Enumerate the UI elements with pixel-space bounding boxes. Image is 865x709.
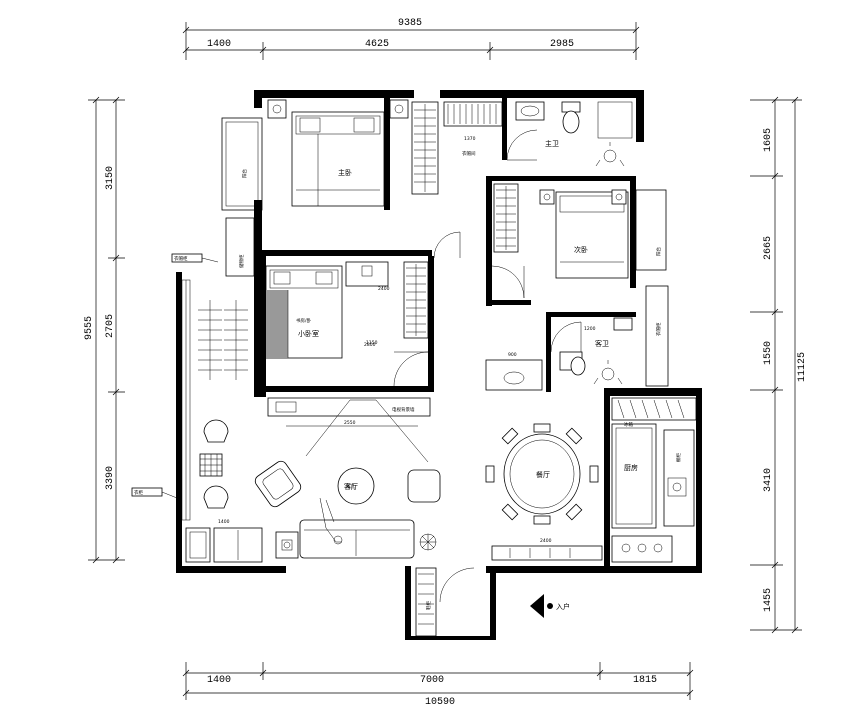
- callouts: 衣柜 衣帽柜: [131, 253, 219, 501]
- room-label-entrance: 入户: [556, 602, 570, 611]
- svg-text:2800: 2800: [364, 342, 376, 348]
- top-seg-3: 2985: [550, 39, 574, 50]
- bottom-dimension: 1400 7000 1815 10590: [182, 662, 694, 708]
- right-total-label: 11125: [797, 352, 808, 382]
- living-bottom-closets: 1400: [185, 519, 263, 563]
- left-seg-1: 3150: [105, 166, 116, 190]
- room-label-living-room: 客厅: [344, 482, 358, 491]
- guest-bath: 客卫 1200: [550, 317, 633, 385]
- svg-text:电视背景墙: 电视背景墙: [392, 406, 415, 413]
- svg-text:冰箱: 冰箱: [624, 421, 633, 428]
- svg-text:2400: 2400: [540, 538, 552, 544]
- living-left-balcony: [181, 279, 191, 521]
- svg-text:2550: 2550: [344, 420, 356, 426]
- master-wardrobe: 衣帽间 1370: [411, 101, 503, 195]
- left-dimension: 9555 3150 2705 3390: [84, 96, 125, 564]
- right-seg-4: 3410: [763, 468, 774, 492]
- top-seg-1: 1400: [207, 39, 231, 50]
- svg-text:衣柜: 衣柜: [134, 489, 143, 496]
- svg-text:储物柜: 储物柜: [238, 254, 245, 268]
- bottom-seg-1: 1400: [207, 675, 231, 686]
- balcony-right: 阳台 衣帽柜: [635, 189, 669, 387]
- second-bedroom: 次卧: [433, 183, 629, 299]
- bottom-total-label: 10590: [425, 697, 455, 708]
- right-seg-1: 1605: [763, 128, 774, 152]
- top-seg-2: 4625: [365, 39, 389, 50]
- svg-text:2400: 2400: [378, 286, 390, 292]
- right-dimension: 1605 2665 1550 3410 1455 11125: [750, 96, 808, 634]
- svg-text:橱柜: 橱柜: [675, 453, 682, 462]
- svg-text:1370: 1370: [464, 136, 476, 142]
- right-seg-2: 2665: [763, 236, 774, 260]
- top-dimension: 9385 1400 4625 2985: [182, 18, 640, 60]
- right-seg-5: 1455: [763, 588, 774, 612]
- balcony-left-top: 阳台: [221, 117, 263, 211]
- left-seg-3: 3390: [105, 466, 116, 490]
- interior-walls: [262, 98, 636, 566]
- master-bath: 主卫: [506, 101, 633, 167]
- room-label-master-bedroom: 主卧: [338, 168, 352, 177]
- svg-text:1150: 1150: [366, 340, 378, 346]
- svg-text:900: 900: [508, 352, 517, 358]
- room-label-dining-room: 餐厅: [536, 470, 550, 479]
- left-seg-2: 2705: [105, 314, 116, 338]
- kitchen: 厨房 橱柜 冰箱: [611, 397, 697, 563]
- svg-text:阳台: 阳台: [241, 169, 248, 178]
- svg-text:1400: 1400: [218, 519, 230, 525]
- bottom-seg-2: 7000: [420, 675, 444, 686]
- exterior-walls: [176, 90, 702, 640]
- entrance: 鞋柜 入户: [415, 567, 570, 637]
- master-bedroom: 主卧: [267, 99, 409, 207]
- svg-text:鞋柜: 鞋柜: [425, 601, 432, 610]
- balcony-left-mid: 储物柜: [225, 217, 255, 277]
- left-total-label: 9555: [84, 316, 95, 340]
- entrance-arrow-icon: [530, 594, 553, 618]
- svg-text:书房/卧: 书房/卧: [296, 317, 312, 324]
- right-seg-3: 1550: [763, 341, 774, 365]
- room-label-small-bedroom: 小卧室: [298, 329, 319, 338]
- svg-text:茶几: 茶几: [346, 483, 355, 490]
- svg-text:阳台: 阳台: [655, 247, 662, 256]
- dining-room: 餐厅 2400 900: [485, 352, 603, 561]
- room-label-master-bath: 主卫: [545, 139, 559, 148]
- top-total-label: 9385: [398, 18, 422, 29]
- small-bedroom: 小卧室 书房/卧 1150: [265, 261, 429, 387]
- room-label-guest-bath: 客卫: [595, 339, 609, 348]
- bottom-seg-3: 1815: [633, 675, 657, 686]
- svg-text:衣帽柜: 衣帽柜: [655, 322, 662, 336]
- room-label-kitchen: 厨房: [624, 463, 638, 472]
- living-room: 电视背景墙 2550 茶几 客厅: [198, 300, 441, 559]
- svg-text:1200: 1200: [584, 326, 596, 332]
- room-label-second-bedroom: 次卧: [574, 245, 588, 254]
- svg-text:衣帽间: 衣帽间: [462, 150, 476, 157]
- svg-text:衣帽柜: 衣帽柜: [174, 255, 188, 262]
